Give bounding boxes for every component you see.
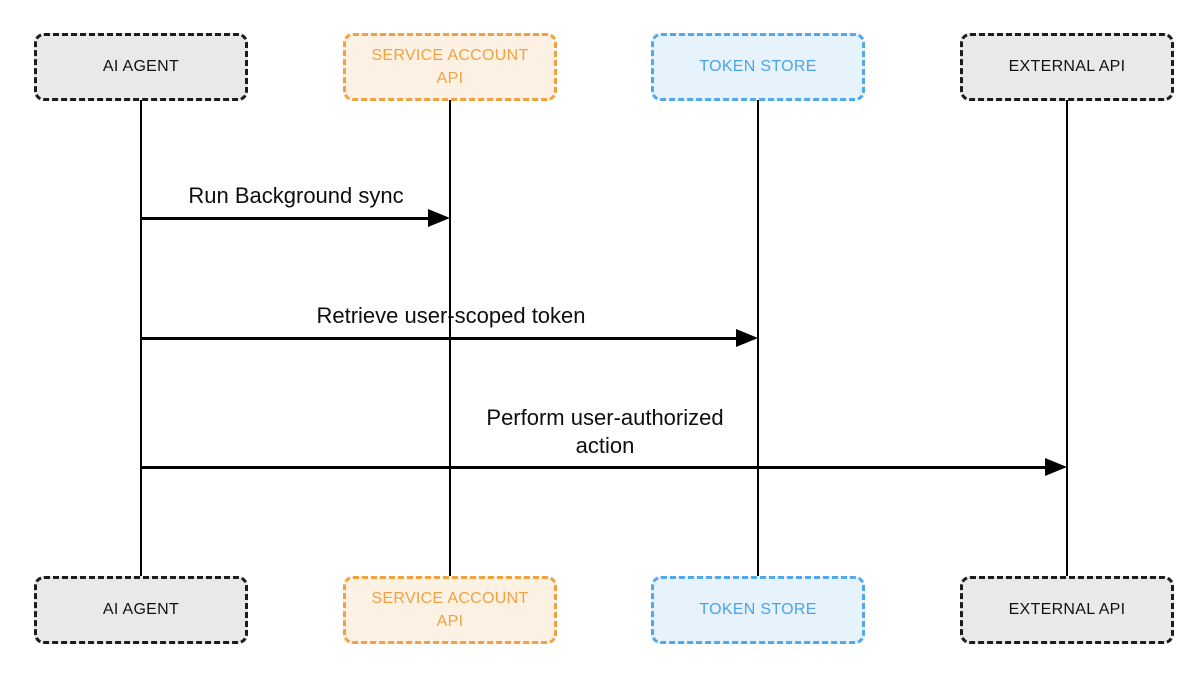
lifeline-token-store <box>757 100 759 577</box>
arrow-shaft <box>141 466 1051 469</box>
actor-box-ai-agent-bottom: AI AGENT <box>34 576 248 644</box>
actor-label: TOKEN STORE <box>699 58 817 76</box>
actor-label: EXTERNAL API <box>1008 58 1126 76</box>
arrowhead-icon <box>1045 458 1067 476</box>
actor-box-service-account-api-top: SERVICE ACCOUNT API <box>343 33 557 101</box>
lifeline-external-api <box>1066 100 1068 577</box>
arrowhead-icon <box>736 329 758 347</box>
actor-box-external-api-bottom: EXTERNAL API <box>960 576 1174 644</box>
message-label-perform-user-authorized-action: Perform user-authorized action <box>486 405 724 458</box>
actor-box-token-store-top: TOKEN STORE <box>651 33 865 101</box>
arrow-shaft <box>141 217 434 220</box>
message-label-retrieve-user-scoped-token: Retrieve user-scoped token <box>316 303 586 328</box>
actor-box-service-account-api-bottom: SERVICE ACCOUNT API <box>343 576 557 644</box>
message-label-run-background-sync: Run Background sync <box>188 183 404 208</box>
arrowhead-icon <box>428 209 450 227</box>
actor-label: TOKEN STORE <box>699 601 817 619</box>
arrow-shaft <box>141 337 742 340</box>
actor-label: EXTERNAL API <box>1008 601 1126 619</box>
actor-box-external-api-top: EXTERNAL API <box>960 33 1174 101</box>
actor-label: SERVICE ACCOUNT API <box>371 589 529 630</box>
actor-box-token-store-bottom: TOKEN STORE <box>651 576 865 644</box>
actor-label: SERVICE ACCOUNT API <box>371 46 529 87</box>
actor-box-ai-agent-top: AI AGENT <box>34 33 248 101</box>
actor-label: AI AGENT <box>102 58 180 76</box>
actor-label: AI AGENT <box>102 601 180 619</box>
